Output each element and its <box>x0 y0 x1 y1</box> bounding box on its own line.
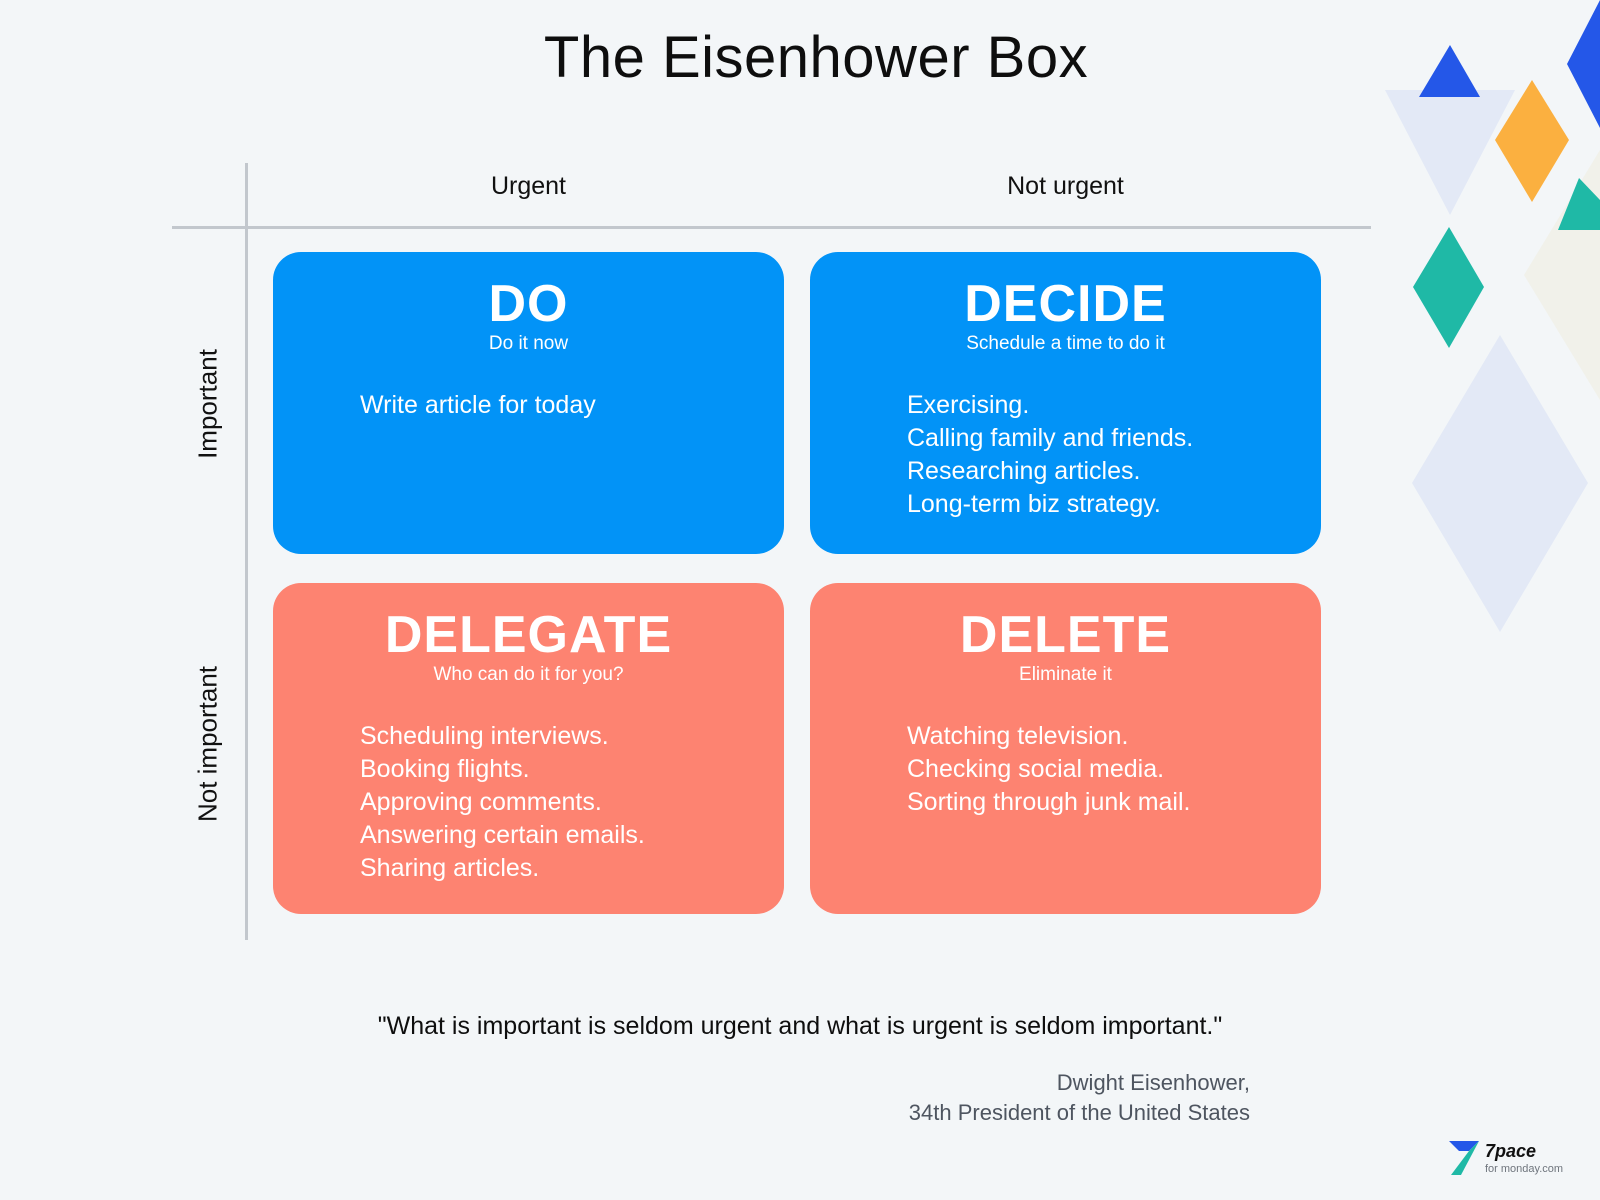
quadrant-delete: DELETE Eliminate it Watching television.… <box>810 583 1321 914</box>
row-label-important: Important <box>192 349 223 459</box>
attribution-name: Dwight Eisenhower, <box>1056 1070 1250 1095</box>
quadrant-subtitle: Schedule a time to do it <box>966 333 1165 354</box>
horizontal-axis-line <box>172 226 1371 229</box>
column-label-urgent: Urgent <box>490 172 567 200</box>
list-item: Calling family and friends. <box>907 424 1194 452</box>
orange-diamond-shape <box>1495 80 1569 202</box>
attribution-title: 34th President of the United States <box>908 1100 1250 1125</box>
list-item: Long-term biz strategy. <box>907 490 1161 518</box>
quadrant-subtitle: Eliminate it <box>1019 664 1112 685</box>
list-item: Write article for today <box>360 391 596 419</box>
brand-logo: 7pace for monday.com <box>1447 1139 1577 1181</box>
quadrant-items: Scheduling interviews. Booking flights. … <box>360 720 645 885</box>
list-item: Scheduling interviews. <box>360 722 609 750</box>
quadrant-title: DELETE <box>959 606 1172 664</box>
quadrant-title: DO <box>488 275 569 333</box>
quadrant-subtitle: Who can do it for you? <box>433 664 624 685</box>
pale-diamond-shape <box>1412 335 1588 632</box>
list-item: Researching articles. <box>907 457 1141 485</box>
list-item: Exercising. <box>907 391 1030 419</box>
quadrant-items: Exercising. Calling family and friends. … <box>907 389 1193 521</box>
quadrant-title: DELEGATE <box>384 606 673 664</box>
quadrant-title: DECIDE <box>964 275 1167 333</box>
quote-text: "What is important is seldom urgent and … <box>377 1012 1223 1040</box>
logo-subtitle: for monday.com <box>1485 1163 1564 1175</box>
teal-triangle-shape <box>1558 178 1600 230</box>
page-title: The Eisenhower Box <box>543 25 1089 90</box>
column-label-not-urgent: Not urgent <box>1007 172 1124 200</box>
list-item: Sorting through junk mail. <box>907 788 1191 816</box>
quadrant-items: Write article for today <box>360 389 596 422</box>
quote-attribution: Dwight Eisenhower, 34th President of the… <box>909 1068 1250 1128</box>
list-item: Watching television. <box>907 722 1129 750</box>
blue-triangle-shape <box>1419 45 1480 97</box>
list-item: Sharing articles. <box>360 854 540 882</box>
quadrant-delegate: DELEGATE Who can do it for you? Scheduli… <box>273 583 784 914</box>
logo-name: 7pace <box>1485 1141 1537 1161</box>
list-item: Checking social media. <box>907 755 1165 783</box>
7pace-logo-icon <box>1449 1141 1479 1175</box>
list-item: Booking flights. <box>360 755 530 783</box>
quadrant-items: Watching television. Checking social med… <box>907 720 1190 819</box>
quadrant-subtitle: Do it now <box>488 333 569 354</box>
pale-triangle-shape <box>1385 90 1515 215</box>
list-item: Answering certain emails. <box>360 821 645 849</box>
quadrant-do: DO Do it now Write article for today <box>273 252 784 554</box>
teal-diamond-shape <box>1413 227 1484 348</box>
row-label-not-important: Not important <box>192 665 223 823</box>
list-item: Approving comments. <box>360 788 602 816</box>
quadrant-decide: DECIDE Schedule a time to do it Exercisi… <box>810 252 1321 554</box>
vertical-axis-line <box>245 163 248 940</box>
blue-diamond-shape <box>1567 0 1600 128</box>
